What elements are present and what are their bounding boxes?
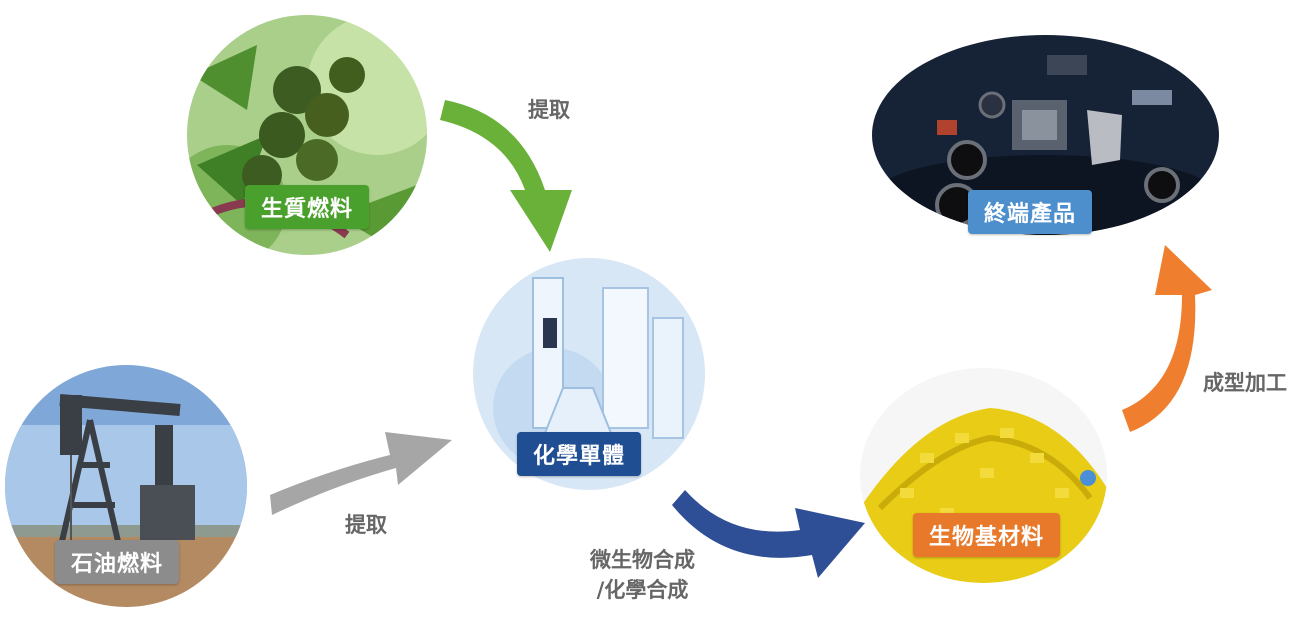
monomer-badge: 化學單體 (517, 432, 642, 476)
label-biomass-extract: 提取 (528, 98, 570, 122)
arrow-biomass-to-monomer (440, 100, 572, 252)
label-forming: 成型加工 (1203, 371, 1287, 395)
label-synthesis: 微生物合成 /化學合成 (590, 545, 695, 605)
petroleum-badge: 石油燃料 (55, 540, 180, 584)
arrow-petroleum-to-monomer (270, 432, 452, 515)
biomass-badge: 生質燃料 (245, 185, 370, 229)
arrow-monomer-to-biomaterial (672, 490, 865, 578)
label-synthesis-line1: 微生物合成 (590, 548, 695, 572)
label-synthesis-line2: /化學合成 (596, 578, 689, 602)
label-petroleum-extract: 提取 (345, 513, 387, 537)
product-badge: 終端產品 (968, 190, 1093, 234)
arrow-biomaterial-to-product (1122, 245, 1212, 432)
biomaterial-badge: 生物基材料 (913, 513, 1061, 557)
